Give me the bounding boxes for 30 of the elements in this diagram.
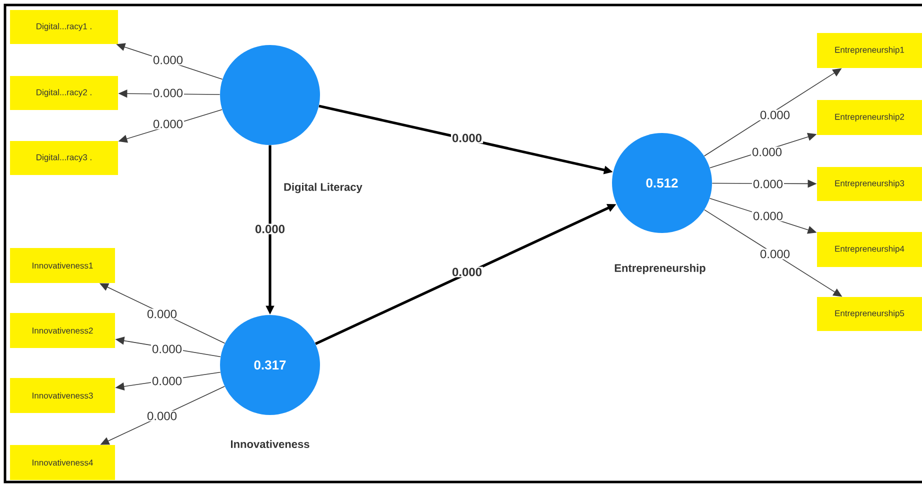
edge-label: 0.000 xyxy=(451,132,484,144)
edge-label: 0.000 xyxy=(752,210,784,222)
edge-label: 0.000 xyxy=(152,54,184,66)
edge-label: 0.000 xyxy=(758,248,791,260)
edge-label: 0.000 xyxy=(152,118,184,130)
indicator-box: Digital...racy2 . xyxy=(10,76,118,110)
edge-label: 0.000 xyxy=(752,178,784,190)
node-label: Entrepreneurship xyxy=(614,264,706,274)
indicator-box: Digital...racy1 . xyxy=(10,10,118,44)
indicator-box: Innovativeness3 xyxy=(10,378,115,413)
indicator-box: Innovativeness4 xyxy=(10,444,115,480)
indicator-box: Digital...racy3 . xyxy=(10,141,118,175)
edge-label: 0.000 xyxy=(254,224,286,234)
indicator-box: Entrepreneurship5 xyxy=(817,297,922,331)
edge-label: 0.000 xyxy=(151,344,184,354)
node-label: Innovativeness xyxy=(231,440,310,448)
edge-label: 0.000 xyxy=(152,88,184,98)
indicator-box: Entrepreneurship1 xyxy=(817,33,922,68)
edge-label: 0.000 xyxy=(750,146,783,158)
edge-label: 0.000 xyxy=(151,376,184,386)
indicator-box: Innovativeness2 xyxy=(10,313,115,348)
edge-label: 0.000 xyxy=(758,110,791,120)
node-label: Digital Literacy xyxy=(284,182,362,194)
indicator-box: Entrepreneurship2 xyxy=(817,100,922,135)
edge-label: 0.000 xyxy=(451,266,484,278)
edge-label: 0.000 xyxy=(146,308,178,320)
indicator-box: Entrepreneurship3 xyxy=(817,167,922,201)
indicator-box: Innovativeness1 xyxy=(10,248,115,283)
edge-label: 0.000 xyxy=(146,410,178,422)
indicator-box: Entrepreneurship4 xyxy=(817,232,922,267)
